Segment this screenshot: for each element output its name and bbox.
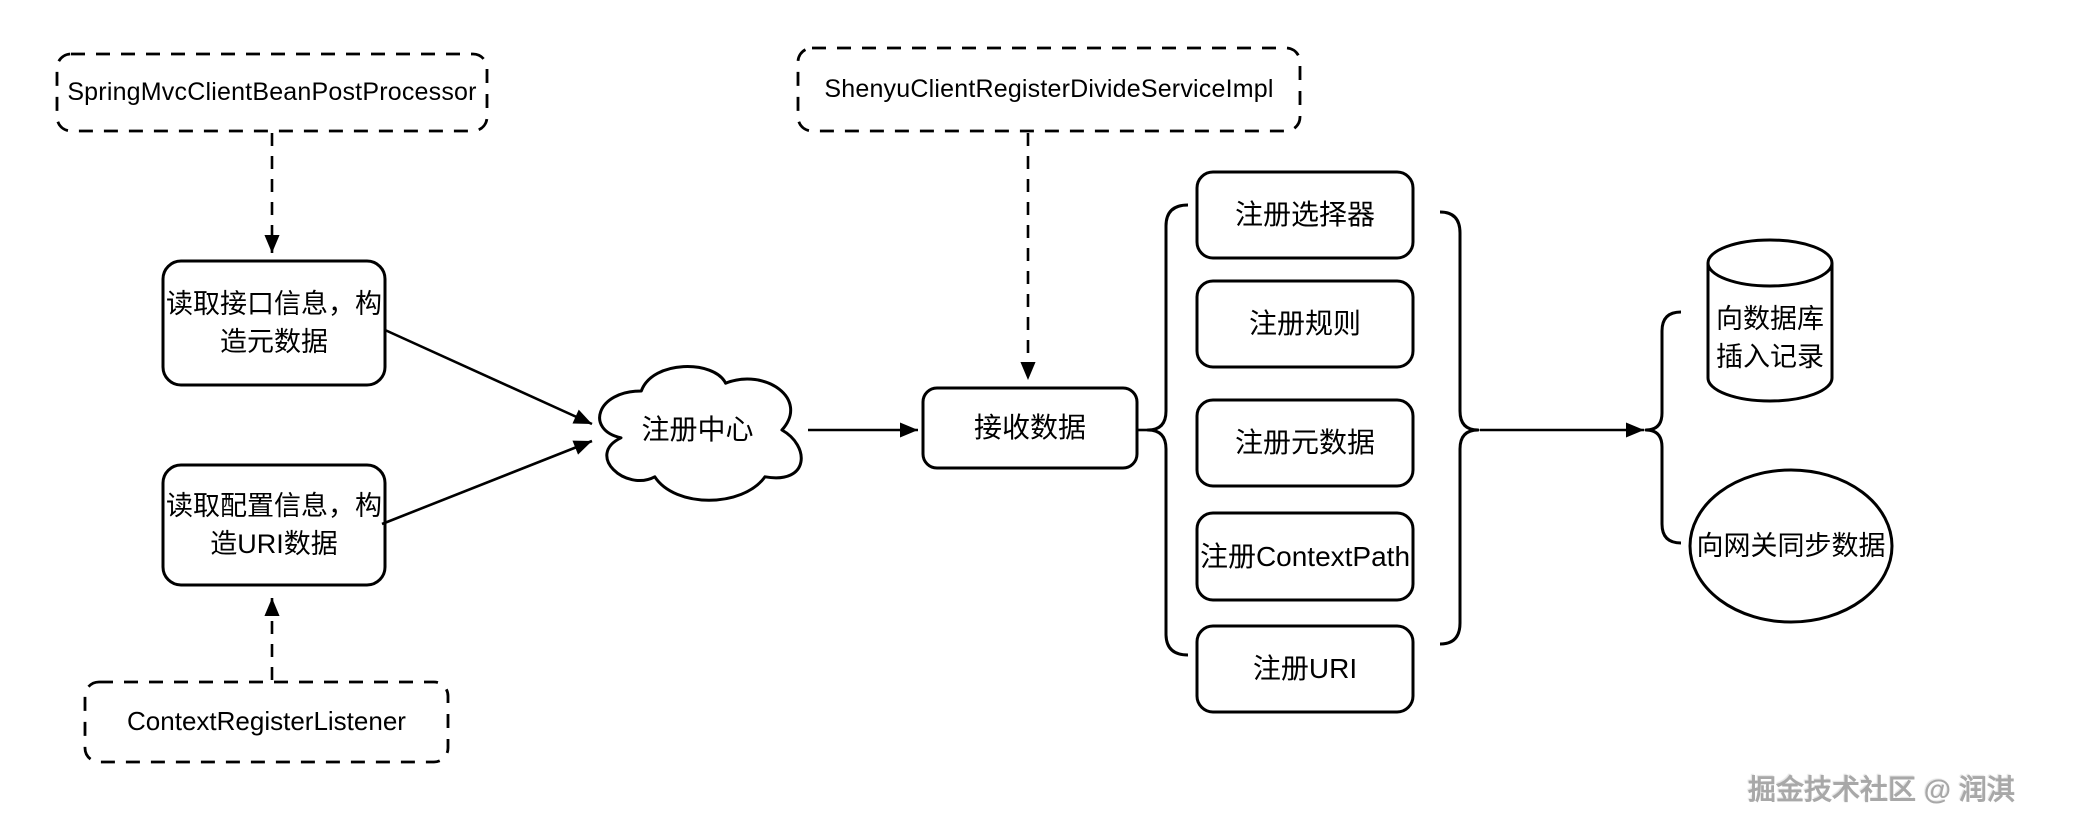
register-metadata-label: 注册元数据 (1234, 427, 1375, 459)
register-contextpath-label: 注册ContextPath (1199, 540, 1411, 572)
read-interface-box: 读取接口信息，构 造元数据 (163, 261, 385, 385)
group-brace-left (1146, 203, 1189, 657)
arrow-read-config-to-registry (381, 439, 593, 526)
group-brace-right (1439, 210, 1480, 646)
context-register-listener-box-outline (83, 680, 450, 764)
sync-gateway-label: 向网关同步数据 (1696, 531, 1886, 561)
spring-mvc-processor-box-outline (55, 52, 489, 133)
register-selector-box-outline (1195, 170, 1415, 260)
read-config-line1: 读取配置信息，构 (166, 491, 382, 521)
read-config-box: 读取配置信息，构 造URI数据 (163, 465, 385, 585)
read-config-line2: 造URI数据 (210, 529, 338, 559)
shenyu-register-impl-label: ShenyuClientRegisterDivideServiceImpl (824, 74, 1274, 103)
register-uri-label: 注册URI (1252, 653, 1358, 685)
read-config-box-outline (161, 463, 387, 587)
registry-center-cloud-shape (598, 365, 803, 502)
watermark-text: 掘金技术社区 @ 润淇 (1748, 774, 2015, 805)
insert-db-line2: 插入记录 (1716, 342, 1824, 372)
shenyu-register-impl-box-outline (796, 46, 1302, 133)
register-rule-box-outline (1195, 279, 1415, 369)
register-rule-label: 注册规则 (1248, 308, 1361, 340)
register-contextpath-box-outline (1195, 511, 1415, 602)
register-selector-label: 注册选择器 (1234, 199, 1375, 231)
output-split-brace (1644, 310, 1682, 545)
context-register-listener-label: ContextRegisterListener (127, 706, 406, 737)
spring-mvc-processor-label: SpringMvcClientBeanPostProcessor (67, 77, 477, 106)
read-interface-line2: 造元数据 (220, 327, 328, 357)
register-metadata-box-outline (1195, 398, 1415, 488)
read-interface-line1: 读取接口信息，构 (166, 289, 382, 319)
insert-db-line1: 向数据库 (1716, 304, 1824, 334)
receive-data-label: 接收数据 (973, 412, 1086, 444)
database-cylinder-body (1706, 263, 1834, 403)
register-uri-box-outline (1195, 624, 1415, 714)
receive-data-box-outline (921, 386, 1139, 470)
sync-gateway-ellipse-shape (1688, 468, 1894, 624)
insert-db-cylinder-label: 向数据库 插入记录 (1700, 286, 1840, 390)
read-interface-box-outline (161, 259, 387, 387)
arrow-read-interface-to-registry (384, 328, 593, 426)
database-cylinder-top (1706, 238, 1834, 288)
registry-center-cloud-label: 注册中心 (641, 414, 754, 446)
